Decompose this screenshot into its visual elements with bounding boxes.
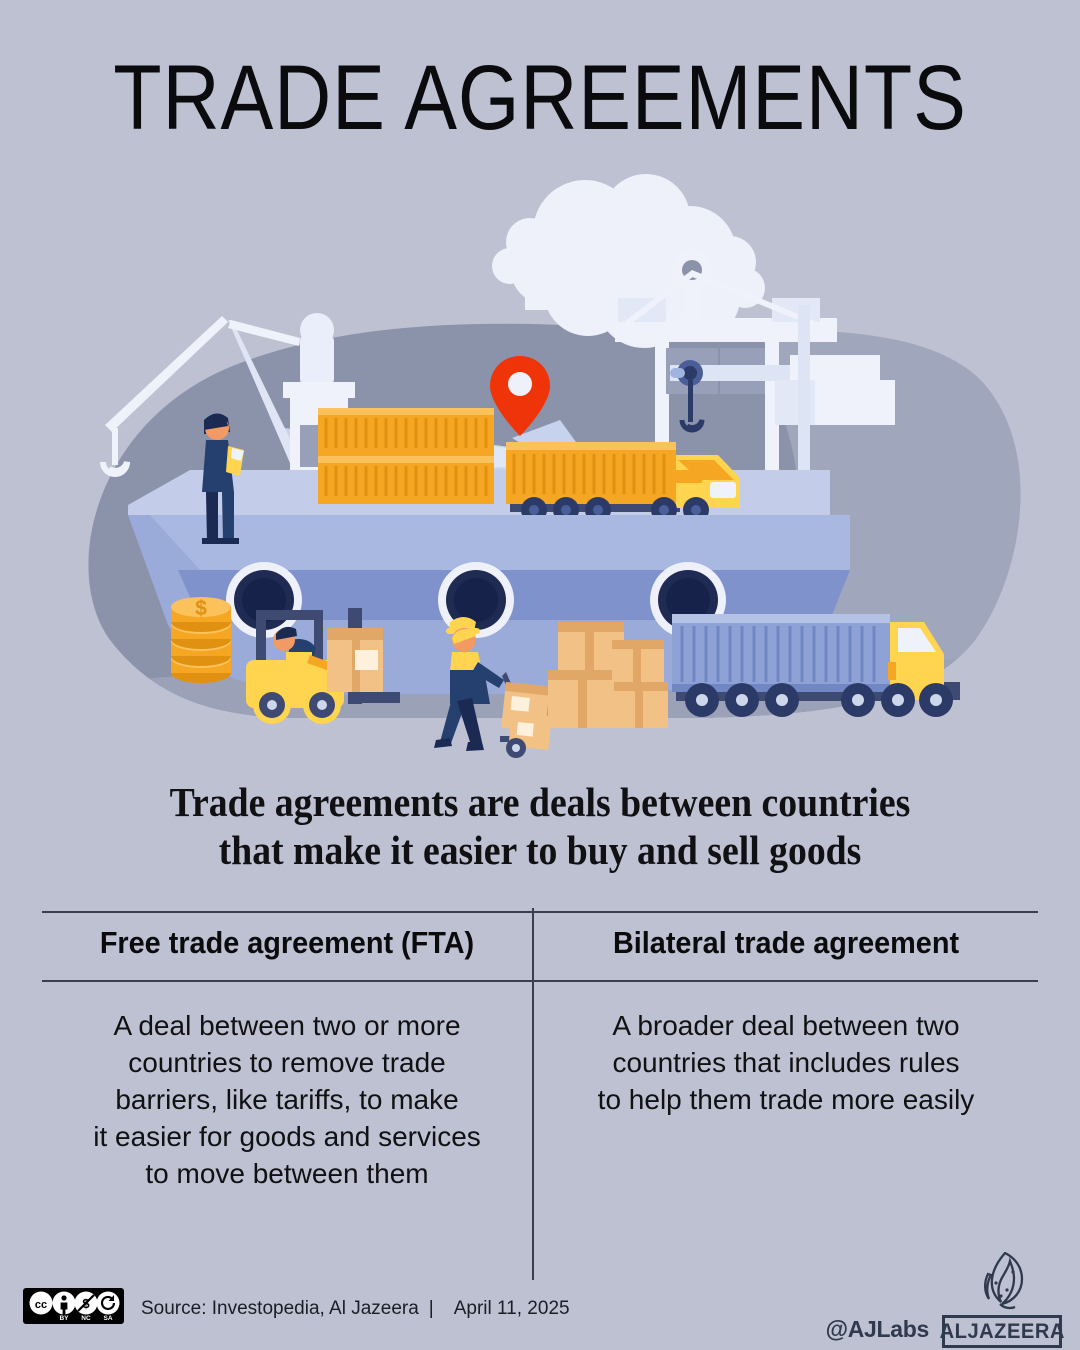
svg-text:SA: SA bbox=[103, 1315, 112, 1322]
table-header-fta: Free trade agreement (FTA) bbox=[99, 925, 475, 960]
location-pin-icon bbox=[490, 356, 550, 436]
svg-text:cc: cc bbox=[35, 1299, 47, 1311]
al-jazeera-branding: @AJLabs ALJAZEERA bbox=[825, 1252, 1065, 1348]
al-jazeera-flame-icon bbox=[983, 1252, 1024, 1310]
table-body-fta: A deal between two or more countries to … bbox=[93, 1010, 481, 1189]
global-trade-logistics-illustration: $ bbox=[0, 170, 1080, 760]
creative-commons-license-badge[interactable]: cc BY $ NC SA bbox=[23, 1288, 124, 1324]
dock-worker bbox=[202, 413, 244, 544]
svg-text:BY: BY bbox=[59, 1315, 69, 1322]
publication-date: April 11, 2025 bbox=[453, 1298, 570, 1319]
al-jazeera-wordmark: ALJAZEERA bbox=[939, 1315, 1065, 1348]
svg-text:$: $ bbox=[195, 597, 207, 620]
source-credit: Source: Investopedia, Al Jazeera | April 1… bbox=[141, 1298, 570, 1320]
source-separator: | bbox=[428, 1298, 434, 1319]
table-header-rule bbox=[42, 980, 1038, 982]
shipping-container-large bbox=[318, 408, 494, 504]
subtitle: Trade agreements are deals between count… bbox=[98, 778, 981, 875]
hand-truck-worker bbox=[434, 617, 552, 758]
forklift bbox=[246, 608, 400, 724]
table-body-bilateral: A broader deal between two countries tha… bbox=[597, 1010, 975, 1115]
cardboard-boxes bbox=[548, 622, 668, 728]
table-top-rule bbox=[42, 911, 1038, 913]
subtitle-line-1: Trade agreements are deals between count… bbox=[169, 779, 911, 825]
table-header-bilateral: Bilateral trade agreement bbox=[612, 925, 960, 960]
page-title: TRADE AGREEMENTS bbox=[113, 47, 967, 149]
ajlabs-handle[interactable]: @AJLabs bbox=[825, 1316, 930, 1342]
subtitle-line-2: that make it easier to buy and sell good… bbox=[218, 827, 862, 874]
ground-semi-truck bbox=[672, 614, 960, 717]
svg-text:NC: NC bbox=[81, 1315, 91, 1322]
al-jazeera-logo: ALJAZEERA bbox=[939, 1252, 1065, 1348]
al-jazeera-wordmark-text: ALJAZEERA bbox=[939, 1319, 1065, 1343]
coin-stack: $ bbox=[171, 597, 231, 683]
source-label: Source: Investopedia, Al Jazeera bbox=[141, 1298, 419, 1319]
cargo-ship bbox=[128, 408, 850, 694]
table-column-divider bbox=[532, 908, 534, 1280]
ship-portholes bbox=[226, 562, 726, 638]
